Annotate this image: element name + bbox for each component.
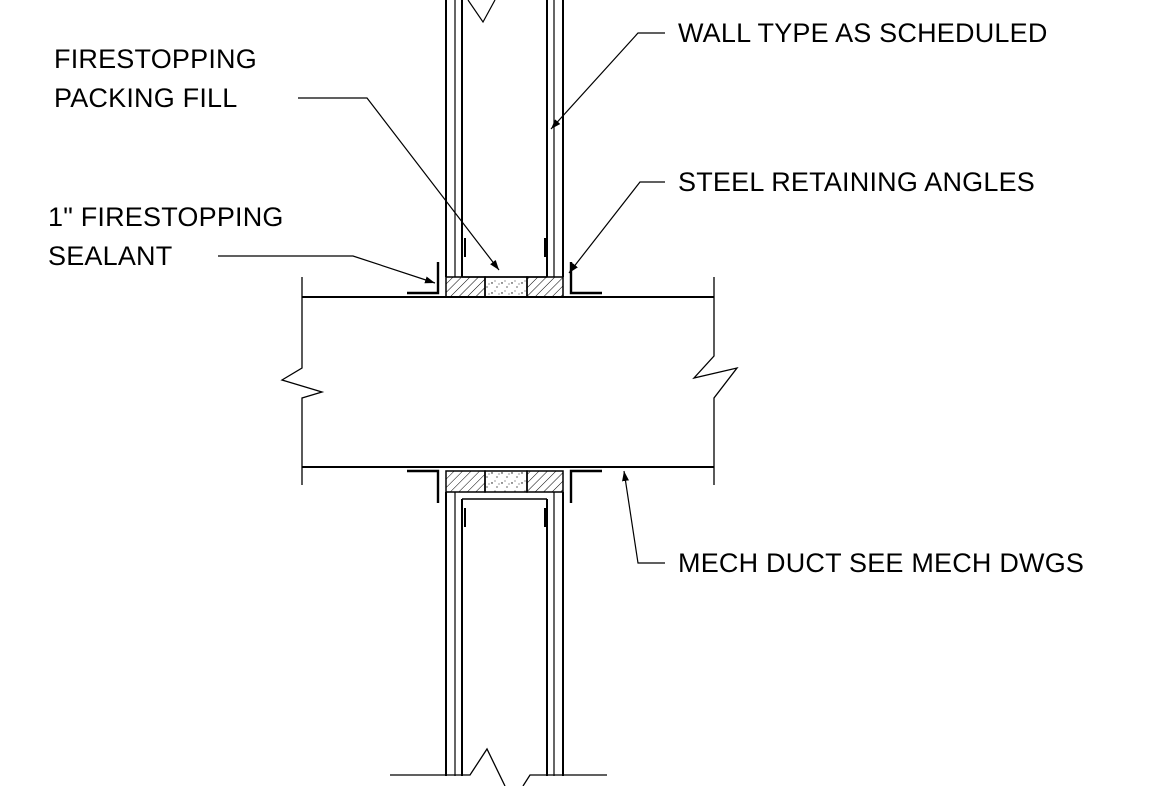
steel-retaining-angles-lower	[407, 469, 602, 503]
wall-type-label: WALL TYPE AS SCHEDULED	[678, 18, 1048, 48]
leader-lines	[218, 32, 665, 564]
wall-lower	[390, 492, 607, 786]
firestop-lower	[445, 470, 564, 493]
wall-upper	[445, 0, 564, 278]
packing-fill-label-line2: PACKING FILL	[54, 83, 238, 113]
sealant-leader	[218, 255, 436, 284]
steel-angles-label: STEEL RETAINING ANGLES	[678, 167, 1035, 197]
angles-leader	[568, 181, 665, 274]
packing-fill-label-line1: FIRESTOPPING	[54, 44, 257, 74]
packing-leader	[298, 97, 500, 271]
mech-duct-label: MECH DUCT SEE MECH DWGS	[678, 548, 1085, 578]
sealant-label-line2: SEALANT	[48, 241, 173, 271]
mech-duct	[280, 277, 739, 485]
duct-leader	[622, 470, 665, 564]
firestop-upper	[445, 276, 564, 298]
wall-type-leader	[550, 32, 665, 130]
sealant-label-line1: 1" FIRESTOPPING	[48, 202, 284, 232]
